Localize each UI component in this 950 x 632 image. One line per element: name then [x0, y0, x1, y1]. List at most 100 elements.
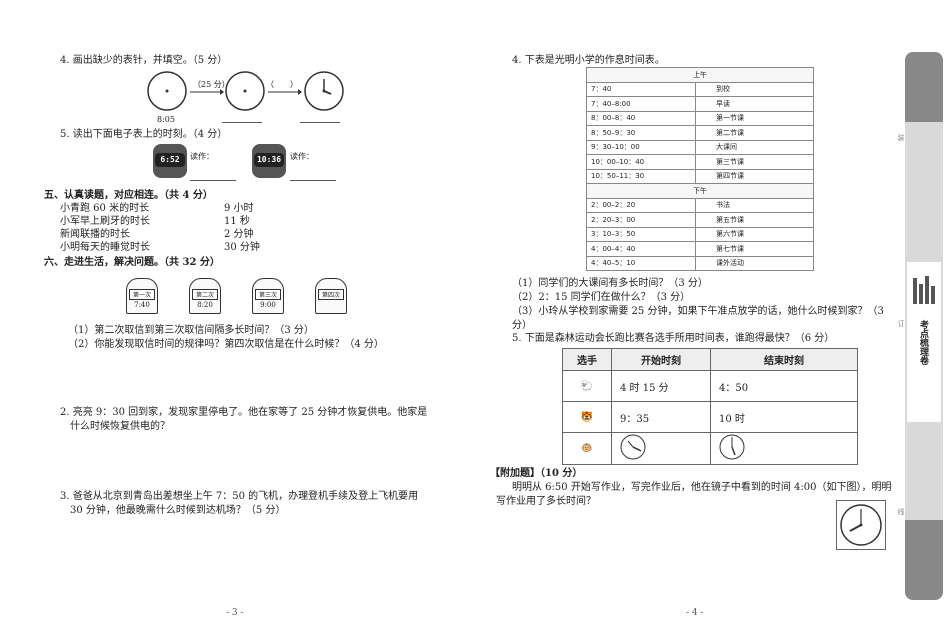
answer-line[interactable]: [290, 180, 336, 181]
cell: 7：40: [586, 81, 696, 97]
race-header: 结束时刻: [710, 348, 858, 371]
clock-face-2: [225, 71, 265, 111]
mirror-clock-frame: [836, 500, 886, 550]
cell: 8：00–8：40: [586, 110, 696, 126]
cell: 2：20–3：00: [586, 212, 696, 228]
sidebar-logo-area: 考点梳理卷: [907, 262, 941, 422]
arrow1-label: （25 分）: [193, 80, 230, 89]
answer-line[interactable]: [222, 122, 262, 123]
digital-watch-1: 6:52: [153, 144, 187, 178]
mailbox-label: 第四次: [318, 289, 344, 300]
watch1-display: 6:52: [155, 153, 185, 167]
s6-q1: （1）第二次取信到第三次取信间隔多长时间？（3 分）: [68, 325, 314, 336]
mailbox-time: 7:40: [134, 301, 150, 309]
match-left-1: 小青跑 60 米的时长: [60, 203, 150, 214]
race-header: 选手: [562, 348, 612, 371]
r-q4-3a: （3）小玲从学校到家需要 25 分钟，如果下午准点放学的话，她什么时候到家？（3: [512, 306, 884, 317]
clock1-time: 8:05: [157, 115, 175, 124]
cell: 8：50–9：30: [586, 125, 696, 141]
answer-line[interactable]: [300, 122, 340, 123]
s6-q3-line1: 3. 爸爸从北京到青岛出差想坐上午 7：50 的飞机，办理登机手续及登上飞机要用: [60, 491, 419, 502]
cell: 课外活动: [695, 255, 814, 271]
section5-title: 五、认真读题，对应相连。（共 4 分）: [44, 190, 213, 201]
binding-mark-2: 订: [897, 320, 905, 327]
cell: 10：50–11：30: [586, 168, 696, 184]
cell: 2：00–2：20: [586, 197, 696, 213]
cell: 第五节课: [695, 212, 814, 228]
tiger-icon: 🐯: [562, 401, 612, 433]
cell: 第四节课: [695, 168, 814, 184]
mailbox-label: 第三次: [255, 289, 281, 300]
read-label-1: 读作：: [190, 152, 214, 161]
cell: 早读: [695, 96, 814, 112]
match-right-4: 30 分钟: [224, 242, 260, 253]
r-q4-1: （1）同学们的大课间有多长时间？（3 分）: [512, 278, 708, 289]
page-number-left: - 3 -: [226, 608, 244, 618]
table-row: 🐯 9：35 10 时: [562, 401, 858, 433]
cell: [710, 432, 858, 465]
arrow2-label: （ ）: [266, 80, 298, 89]
bonus-line1: 明明从 6:50 开始写作业，写完作业后，他在镜子中看到的时间 4:00（如下图…: [512, 482, 892, 493]
pm-header: 下午: [586, 183, 814, 199]
cell: 4：50: [710, 370, 858, 402]
logo-icon: [913, 276, 935, 304]
cell: 7：40–8:00: [586, 96, 696, 112]
cell: 第六节课: [695, 226, 814, 242]
binding-mark-3: 线: [897, 508, 905, 515]
read-label-2: 读作：: [290, 152, 314, 161]
arrow-right-icon: [268, 89, 302, 95]
cell: 第七节课: [695, 241, 814, 257]
cell: 4：00–4：40: [586, 241, 696, 257]
sheep-icon: 🐑: [562, 370, 612, 402]
arrow-right-icon: [190, 89, 224, 95]
s6-q2-line2: 什么时候恢复供电的？: [70, 421, 170, 432]
match-right-2: 11 秒: [224, 216, 250, 227]
digital-watch-2: 10:36: [252, 144, 286, 178]
cell: 大课间: [695, 139, 814, 155]
sidebar: 考点梳理卷: [905, 52, 943, 600]
match-right-3: 2 分钟: [224, 229, 254, 240]
q4-title: 4. 画出缺少的表针，并填空。（5 分）: [60, 55, 228, 66]
cell: 9：35: [611, 401, 711, 433]
cell: [611, 432, 711, 465]
cell: 第一节课: [695, 110, 814, 126]
bonus-line2: 写作业用了多长时间？: [496, 496, 596, 507]
cell: 第三节课: [695, 154, 814, 170]
binding-mark-1: 装: [897, 134, 905, 141]
mailbox-4: 第四次: [315, 278, 347, 314]
race-header: 开始时刻: [611, 348, 711, 371]
r-q4-2: （2）2：15 同学们在做什么？（3 分）: [512, 292, 691, 303]
cell: 到校: [695, 81, 814, 97]
cell: 4：40–5：10: [586, 255, 696, 271]
mailbox-time: 8:20: [197, 301, 213, 309]
cell: 4 时 15 分: [611, 370, 711, 402]
mailbox-label: 第二次: [192, 289, 218, 300]
match-right-1: 9 小时: [224, 203, 254, 214]
match-left-2: 小军早上刷牙的时长: [60, 216, 150, 227]
match-left-3: 新闻联播的时长: [60, 229, 130, 240]
s6-q3-line2: 30 分钟，他最晚需什么时候到达机场？（5 分）: [70, 505, 286, 516]
r-q5-title: 5. 下面是森林运动会长跑比赛各选手所用时间表，谁跑得最快？（6 分）: [512, 333, 835, 344]
section6-title: 六、走进生活，解决问题。（共 32 分）: [44, 257, 220, 268]
cell: 9：30–10：00: [586, 139, 696, 155]
clock-face-1: [147, 71, 187, 111]
watch2-display: 10:36: [254, 153, 284, 167]
sidebar-title: 考点梳理卷: [918, 320, 928, 365]
answer-line[interactable]: [190, 180, 236, 181]
r-q4-title: 4. 下表是光明小学的作息时间表。: [512, 55, 665, 66]
table-row: 🐑 4 时 15 分 4：50: [562, 370, 858, 402]
cell: 第二节课: [695, 125, 814, 141]
page-number-right: - 4 -: [686, 608, 704, 618]
s6-q1-2: （2）你能发现取信时间的规律吗？第四次取信是在什么时候？（4 分）: [68, 339, 384, 350]
